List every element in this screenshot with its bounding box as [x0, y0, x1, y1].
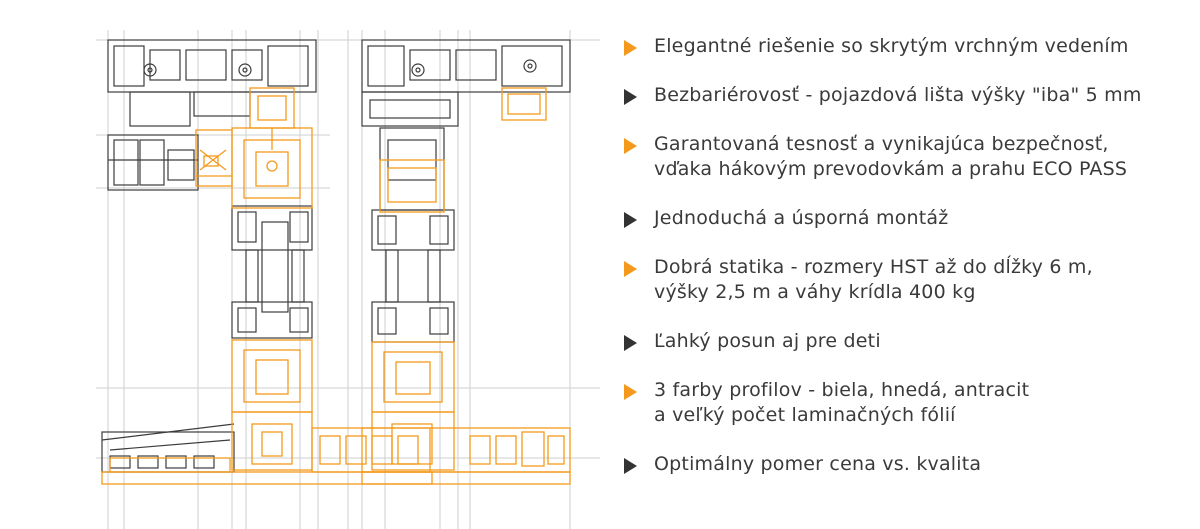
triangle-right-icon	[624, 40, 637, 56]
feature-list: Elegantné riešenie so skrytým vrchným ve…	[622, 34, 1192, 477]
right-section-dark-profiles	[361, 39, 571, 343]
left-section-dark-profiles	[101, 39, 317, 473]
feature-item-security: Garantovaná tesnosť a vynikajúca bezpečn…	[622, 132, 1192, 182]
triangle-right-icon	[624, 261, 637, 277]
feature-item-colors: 3 farby profilov - biela, hnedá, antraci…	[622, 378, 1192, 428]
feature-text: Ľahký posun aj pre deti	[654, 330, 881, 352]
triangle-right-icon	[624, 458, 637, 474]
triangle-right-icon	[624, 384, 637, 400]
profile-cross-section-drawing	[96, 30, 600, 529]
triangle-right-icon	[624, 89, 637, 105]
feature-item-easy-slide: Ľahký posun aj pre deti	[622, 329, 1192, 354]
feature-item-statics: Dobrá statika - rozmery HST až do dĺžky …	[622, 255, 1192, 305]
feature-item-assembly: Jednoduchá a úsporná montáž	[622, 206, 1192, 231]
feature-text: Dobrá statika - rozmery HST až do dĺžky …	[654, 256, 1093, 303]
feature-text: 3 farby profilov - biela, hnedá, antraci…	[654, 379, 1030, 426]
feature-item-price-quality: Optimálny pomer cena vs. kvalita	[622, 452, 1192, 477]
triangle-right-icon	[624, 138, 637, 154]
feature-text: Elegantné riešenie so skrytým vrchným ve…	[654, 35, 1129, 57]
right-section-orange-profiles	[361, 87, 571, 485]
triangle-right-icon	[624, 335, 637, 351]
left-section-orange-profiles	[101, 87, 433, 485]
feature-item-hidden-guide: Elegantné riešenie so skrytým vrchným ve…	[622, 34, 1192, 59]
feature-text: Bezbariérovosť - pojazdová lišta výšky "…	[654, 84, 1142, 106]
feature-text: Garantovaná tesnosť a vynikajúca bezpečn…	[654, 133, 1128, 180]
triangle-right-icon	[624, 212, 637, 228]
construction-grid	[96, 30, 600, 529]
feature-text: Optimálny pomer cena vs. kvalita	[654, 453, 982, 475]
feature-text: Jednoduchá a úsporná montáž	[654, 207, 949, 229]
feature-item-barrier-free: Bezbariérovosť - pojazdová lišta výšky "…	[622, 83, 1192, 108]
